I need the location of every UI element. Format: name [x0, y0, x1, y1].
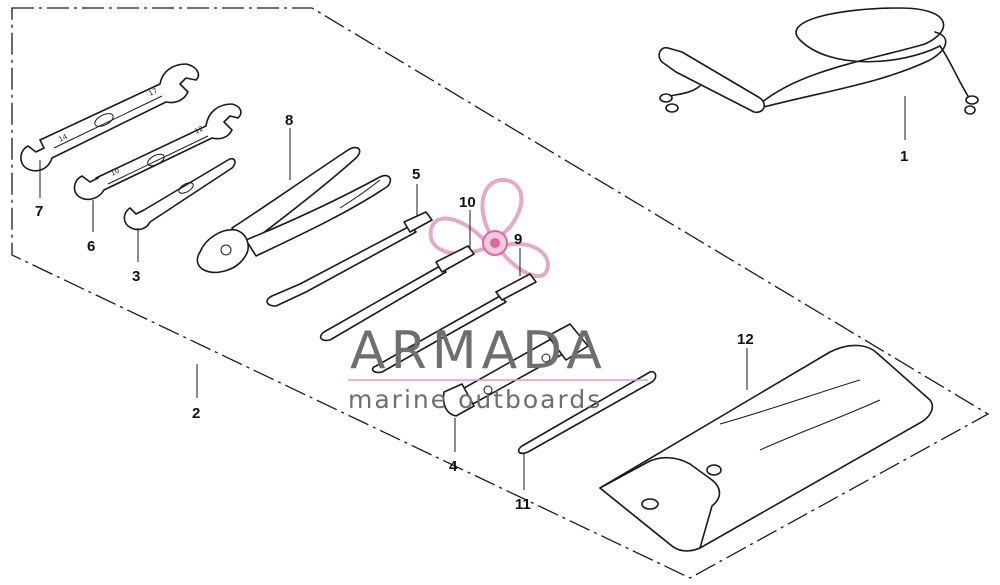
wrench-size-stamp: 14 [57, 132, 69, 143]
callout-9: 9 [514, 231, 522, 248]
callout-10: 10 [459, 194, 476, 211]
wrench-10-12: 10 12 [73, 103, 242, 232]
watermark-brand: ARMADA [350, 321, 607, 381]
callout-12: 12 [737, 331, 754, 348]
wrench-size-stamp: 17 [147, 87, 159, 98]
wrench-size-stamp: 12 [193, 125, 205, 136]
propeller-logo [428, 177, 551, 279]
callout-2: 2 [192, 405, 200, 422]
callout-1: 1 [900, 148, 908, 165]
plug-socket-wrench [442, 323, 589, 452]
screwdriver-5 [266, 184, 433, 307]
wrench-14-17: 14 17 [20, 63, 200, 198]
pliers [196, 128, 392, 274]
callout-11: 11 [515, 496, 531, 513]
starter-rope [658, 7, 979, 140]
screwdriver-9 [371, 248, 537, 374]
wrench-small [123, 157, 236, 262]
tommy-bar [517, 370, 657, 490]
callout-4: 4 [449, 458, 458, 475]
callout-7: 7 [35, 203, 43, 220]
callout-5: 5 [412, 166, 420, 183]
wrench-size-stamp: 10 [109, 167, 121, 178]
watermark-tagline: marine outboards [348, 385, 602, 414]
screwdriver-10 [319, 210, 475, 342]
callout-3: 3 [132, 268, 140, 285]
kit-boundary [11, 7, 990, 579]
callout-6: 6 [87, 238, 95, 255]
tool-bag [599, 344, 934, 552]
callout-8: 8 [285, 112, 293, 129]
